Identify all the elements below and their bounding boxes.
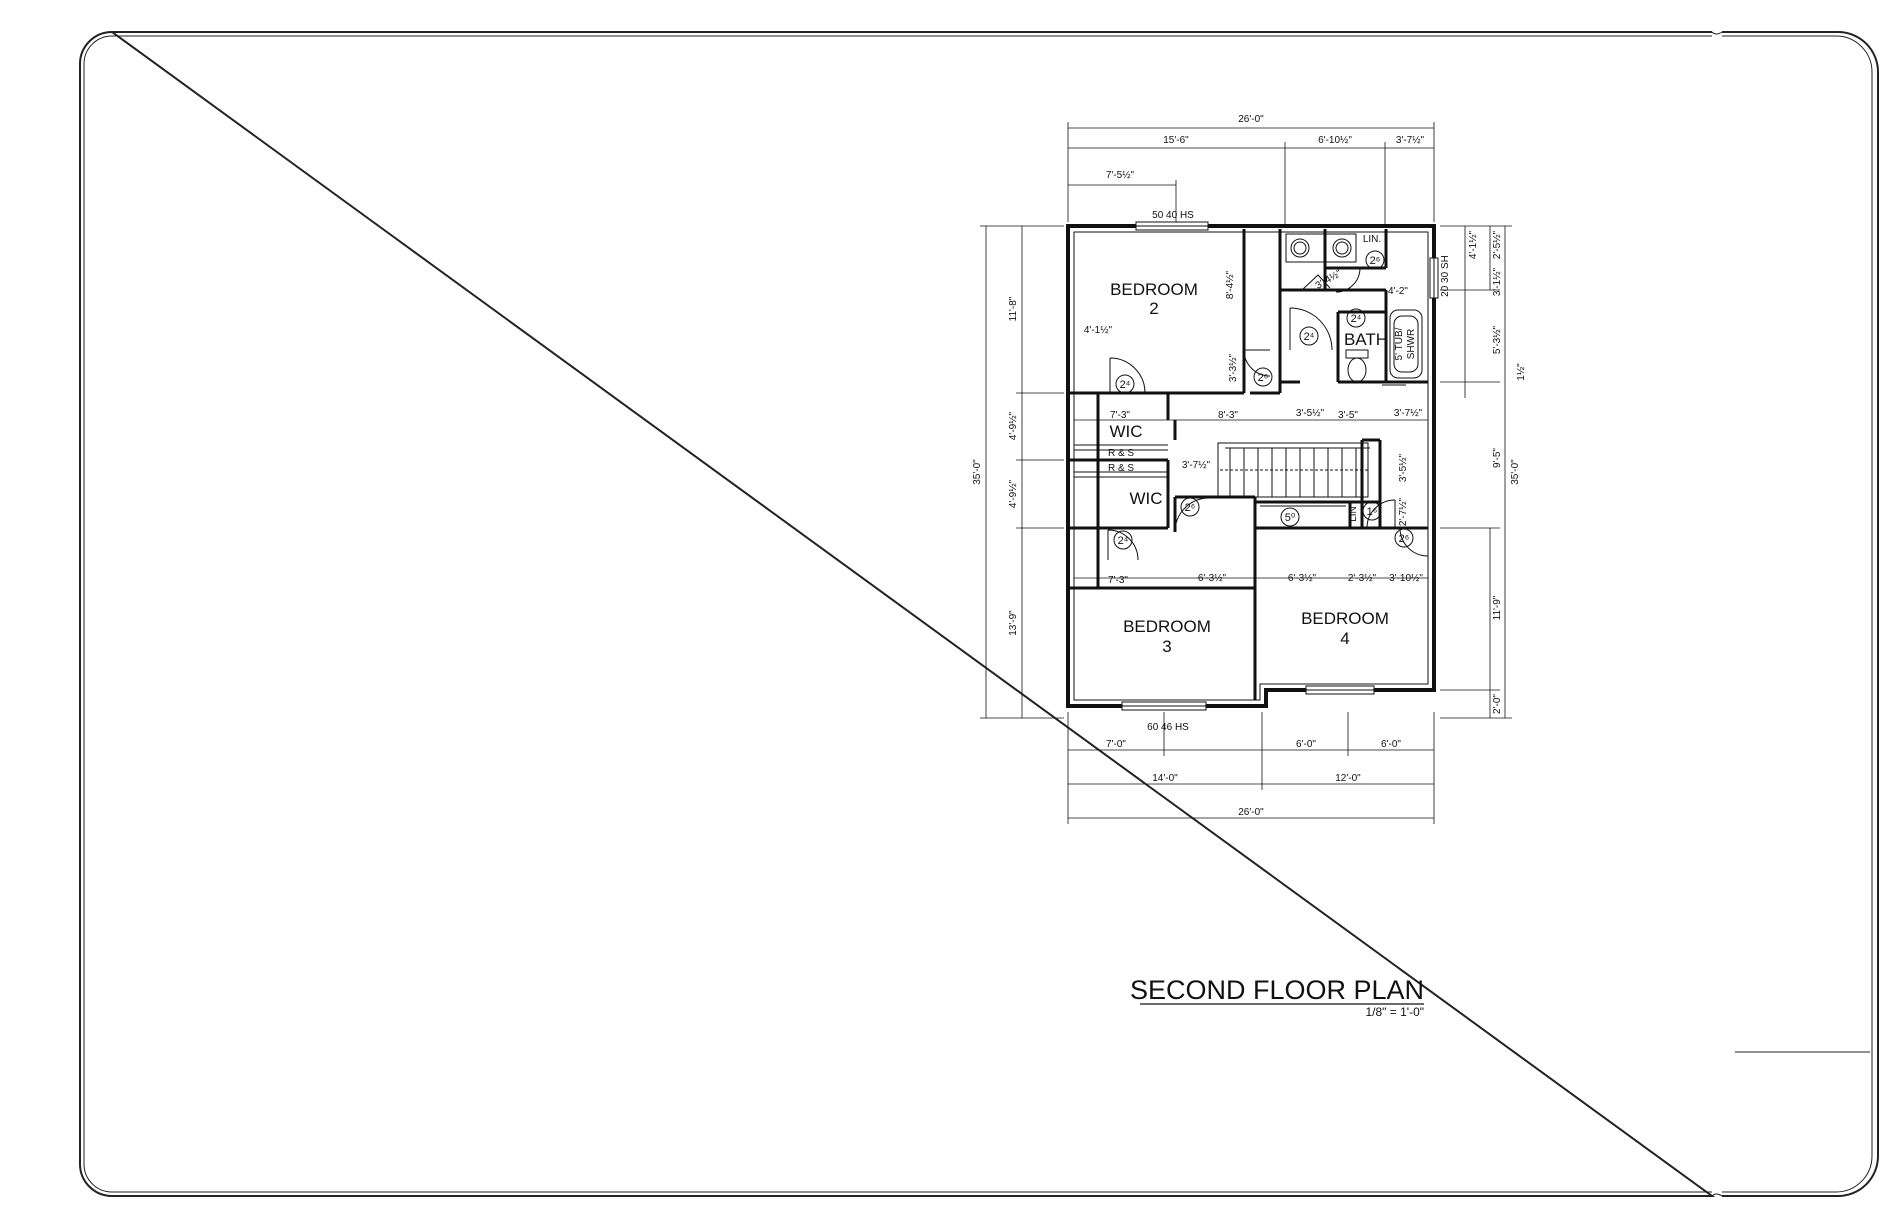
bedroom-4-number: 4 [1340,629,1349,648]
linen-small-label: LIN [1348,506,1359,522]
door-tag: 2⁴ [1118,535,1129,547]
bath-label: BATH [1344,330,1388,349]
dim-int-bath-diag: 3'-4½" [1314,268,1344,292]
dim-bottom-overall: 26'-0" [1238,807,1264,818]
sheet-border [79,30,1879,1197]
dim-left-a: 11'-8" [1008,296,1019,321]
rs-upper-label: R & S [1108,448,1134,459]
dim-int-wic-w: 7'-3" [1110,410,1130,421]
dim-int-stair-b: 3'-5½" [1398,453,1409,482]
dim-top-c: 3'-7½" [1396,135,1425,146]
bedroom-3-label: BEDROOM [1123,617,1211,636]
bedroom-4-label: BEDROOM [1301,609,1389,628]
rs-lower-label: R & S [1108,463,1134,474]
dim-right-a: 4'-1½" [1468,230,1479,259]
dim-left-b: 4'-9½" [1008,411,1019,440]
dim-right-f: 9'-5" [1492,448,1503,468]
door-tag: 2⁶ [1370,255,1381,267]
door-tag: 2⁶ [1258,372,1269,384]
bedroom-2-number: 2 [1149,299,1158,318]
windows [1121,221,1439,711]
dim-left-d: 13'-9" [1008,610,1019,636]
dim-bottom-a: 7'-0" [1106,739,1126,750]
wic-lower-label: WIC [1129,489,1162,508]
dim-bottom-c: 6'-0" [1381,739,1401,750]
dim-int-stair-c: 2'-7½" [1398,497,1409,526]
dim-int-bed2-w: 4'-1½" [1084,325,1113,336]
bath-fixtures [1285,233,1423,383]
drawing-title: SECOND FLOOR PLAN [1130,975,1424,1005]
dim-bottom-e: 12'-0" [1335,773,1361,784]
closet-shelves [1074,444,1346,507]
toilet [1345,349,1369,359]
door-tag-texts: 2⁴ 2⁶ 2⁴ 2⁶ 2⁴ 2⁴ 2⁶ 5⁰ 1⁶ 2⁶ [1118,255,1410,547]
bedroom-3-number: 3 [1162,637,1171,656]
door-tag: 5⁰ [1285,512,1296,524]
dim-bottom-b: 6'-0" [1296,739,1316,750]
dim-top-d: 7'-5½" [1106,170,1135,181]
dim-int-bed-row-d: 2'-3½" [1348,573,1377,584]
dim-right-b: 2'-5½" [1492,230,1503,259]
dim-right-g: 11'-9" [1492,595,1503,620]
tub-label-2: SHWR [1406,329,1417,360]
interior-walls [1070,229,1428,700]
dim-int-hall-b: 3'-5½" [1296,408,1325,419]
dim-int-bed-row-b: 6'-3½" [1198,573,1227,584]
dim-int-bath-w: 4'-2" [1388,286,1408,297]
drawing-scale: 1/8" = 1'-0" [1365,1005,1424,1019]
dim-int-hall-a: 8'-3" [1218,410,1238,421]
dim-right-h: 2'-0" [1492,694,1503,714]
dimension-texts: 26'-0" 15'-6" 6'-10½" 3'-7½" 7'-5½" 7'-0… [972,114,1527,818]
door-swings [1107,267,1429,561]
window-bath-label: 20 30 SH [1440,255,1451,297]
dim-left-c: 4'-9½" [1008,479,1019,508]
floor-plan: BEDROOM 2 BEDROOM 3 BEDROOM 4 BATH WIC W… [972,114,1527,824]
linen-label: LIN. [1363,234,1381,245]
dim-right-e: 1½" [1516,363,1527,381]
door-tag: 2⁴ [1120,379,1131,391]
wic-upper-label: WIC [1109,422,1142,441]
dim-left-overall: 35'-0" [972,459,983,485]
stairs [1217,442,1370,498]
dim-top-overall: 26'-0" [1238,114,1264,125]
dim-int-bed-row-a: 7'-3" [1108,575,1128,586]
dim-int-bed2-door: 3'-3½" [1228,353,1239,382]
sink-right [1332,238,1352,258]
tub-label-1: 5' TUB/ [1394,327,1405,360]
window-bottom-label: 60 46 HS [1147,722,1189,733]
door-tag: 2⁴ [1351,313,1362,325]
bathtub [1389,309,1423,379]
sink-left [1290,238,1310,258]
dim-right-d: 5'-3½" [1492,325,1503,354]
door-tag: 1⁶ [1367,506,1378,518]
door-tag: 2⁴ [1304,331,1315,343]
dim-int-bed2-h: 8'-4½" [1225,270,1236,299]
door-tag: 2⁶ [1399,533,1410,545]
door-tag: 2⁶ [1185,502,1196,514]
exterior-walls [1066,224,1436,708]
dim-int-hall-d: 3'-7½" [1394,408,1423,419]
dimension-lines [980,122,1512,824]
dim-right-c: 3'-1½" [1492,267,1503,296]
window-labels: 50 40 HS 60 46 HS 20 30 SH [1147,210,1451,733]
dim-top-b: 6'-10½" [1318,135,1352,146]
dim-top-a: 15'-6" [1163,135,1189,146]
dim-bottom-d: 14'-0" [1152,773,1178,784]
dim-right-overall: 35'-0" [1510,459,1521,485]
drawing-title-block: SECOND FLOOR PLAN 1/8" = 1'-0" [1130,975,1424,1019]
dim-int-bed-row-e: 3'-10½" [1389,573,1423,584]
dim-int-stair-a: 3'-7½" [1182,460,1211,471]
window-top-label: 50 40 HS [1152,210,1194,221]
bedroom-2-label: BEDROOM [1110,280,1198,299]
room-labels: BEDROOM 2 BEDROOM 3 BEDROOM 4 BATH WIC W… [1108,234,1417,656]
door-tags [1113,250,1414,550]
dim-int-hall-c: 3'-5" [1338,410,1358,421]
dim-int-bed-row-c: 6'-3½" [1288,573,1317,584]
